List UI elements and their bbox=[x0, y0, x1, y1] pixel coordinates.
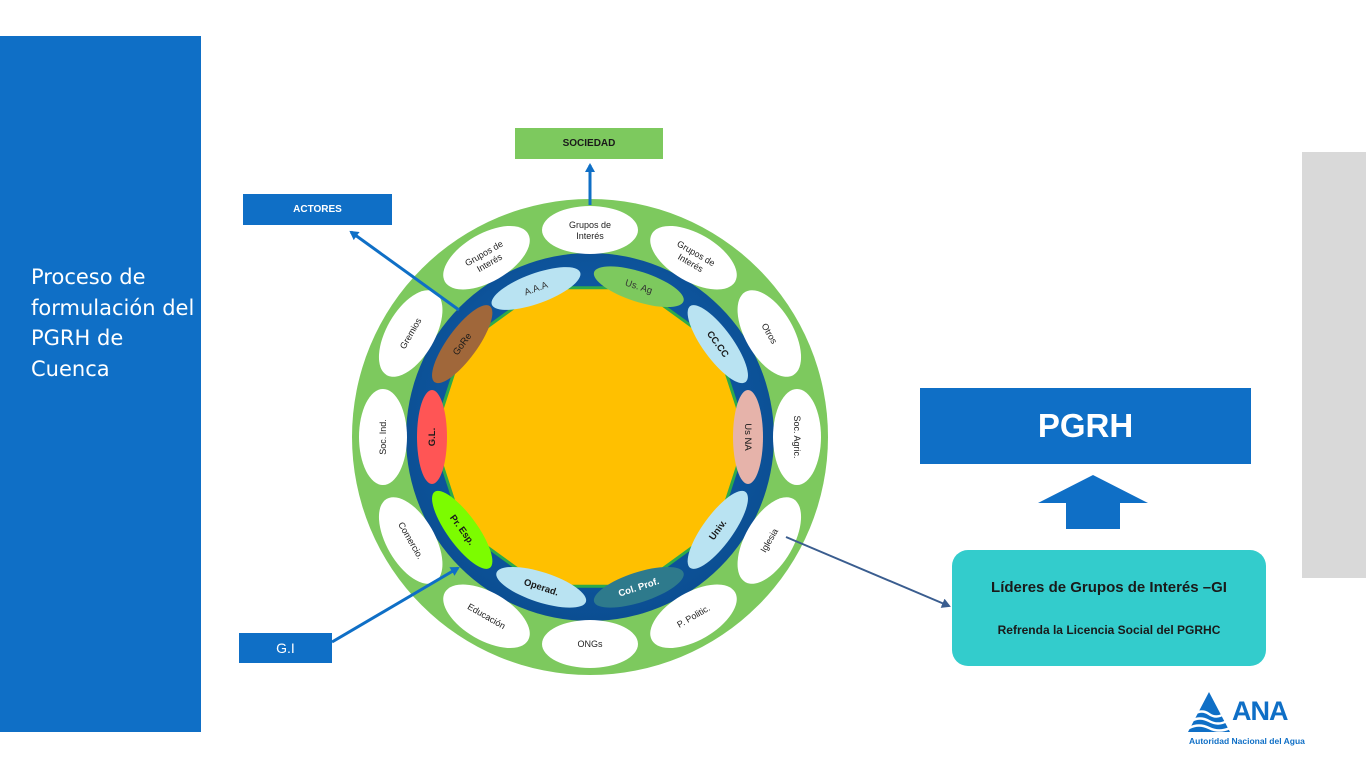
outer-ellipse-soc-ind-9 bbox=[359, 389, 407, 485]
inner-ellipse-us-na bbox=[733, 390, 763, 484]
inner-ellipse-us-ag bbox=[593, 266, 684, 308]
ring-label: Soc. Agric. bbox=[792, 415, 802, 458]
outer-ellipse-grupos-de-inter-s-1 bbox=[650, 225, 737, 290]
pgrh-box: PGRH bbox=[920, 388, 1251, 464]
sidebar-panel bbox=[0, 36, 201, 732]
ana-subtitle: Autoridad Nacional del Agua bbox=[1189, 736, 1305, 746]
outer-ellipse-gremios-10 bbox=[378, 290, 443, 377]
ana-wordmark: ANA bbox=[1232, 696, 1288, 726]
inner-ellipse-univ bbox=[687, 490, 748, 569]
leaders-subtitle: Refrenda la Licencia Social del PGRHC bbox=[997, 623, 1221, 637]
outer-ellipse-educaci-n-7 bbox=[443, 584, 530, 649]
sociedad-label: SOCIEDAD bbox=[562, 138, 616, 149]
ring-label: Soc. Ind. bbox=[378, 419, 388, 455]
outer-ellipse-otros-2 bbox=[737, 290, 802, 377]
actores-label: ACTORES bbox=[293, 204, 342, 215]
gi-label: G.I bbox=[276, 640, 295, 656]
inner-ellipse-gore bbox=[432, 305, 493, 384]
inner-ellipse-col-prof bbox=[593, 566, 684, 608]
actores-box: ACTORES bbox=[243, 194, 392, 225]
up-arrow-icon bbox=[1038, 475, 1148, 529]
arrow-from-gi bbox=[331, 566, 460, 644]
outer-ellipse-comercio-8 bbox=[378, 497, 443, 584]
leaders-box: Líderes de Grupos de Interés –GI Refrend… bbox=[952, 550, 1266, 666]
arrow-to-actores bbox=[349, 230, 460, 312]
inner-ellipse-g-l bbox=[417, 390, 447, 484]
ring-label: Us NA bbox=[742, 423, 753, 451]
inner-ellipse-pr-esp bbox=[432, 490, 493, 569]
inner-ellipse-cc-cc bbox=[687, 305, 748, 384]
arrow-to-leaders bbox=[785, 536, 951, 608]
ring-label: ONGs bbox=[577, 639, 603, 649]
outer-ellipse-ongs-6 bbox=[542, 620, 638, 668]
slide-title: Proceso de formulación del PGRH de Cuenc… bbox=[31, 265, 195, 381]
wave-logo-icon bbox=[1188, 692, 1231, 732]
grey-side-bar bbox=[1302, 152, 1366, 578]
leaders-title: Líderes de Grupos de Interés –GI bbox=[991, 579, 1227, 596]
outer-ellipse-grupos-de-inter-s-0 bbox=[542, 206, 638, 254]
outer-ellipse-p-politic-5 bbox=[650, 584, 737, 649]
inner-ellipse-a-a-a bbox=[491, 267, 581, 310]
ana-logo: ANA Autoridad Nacional del Agua bbox=[1186, 688, 1326, 750]
outer-ellipse-soc-agric-3 bbox=[773, 389, 821, 485]
pgrh-label: PGRH bbox=[1037, 407, 1134, 444]
outer-ellipse-iglesia-4 bbox=[737, 497, 802, 584]
gi-box: G.I bbox=[239, 633, 332, 663]
sociedad-box: SOCIEDAD bbox=[515, 128, 663, 159]
inner-ellipse-operad bbox=[496, 566, 587, 608]
ring-label: G.L. bbox=[427, 428, 438, 446]
outer-ellipse-grupos-de-inter-s-11 bbox=[443, 225, 530, 290]
